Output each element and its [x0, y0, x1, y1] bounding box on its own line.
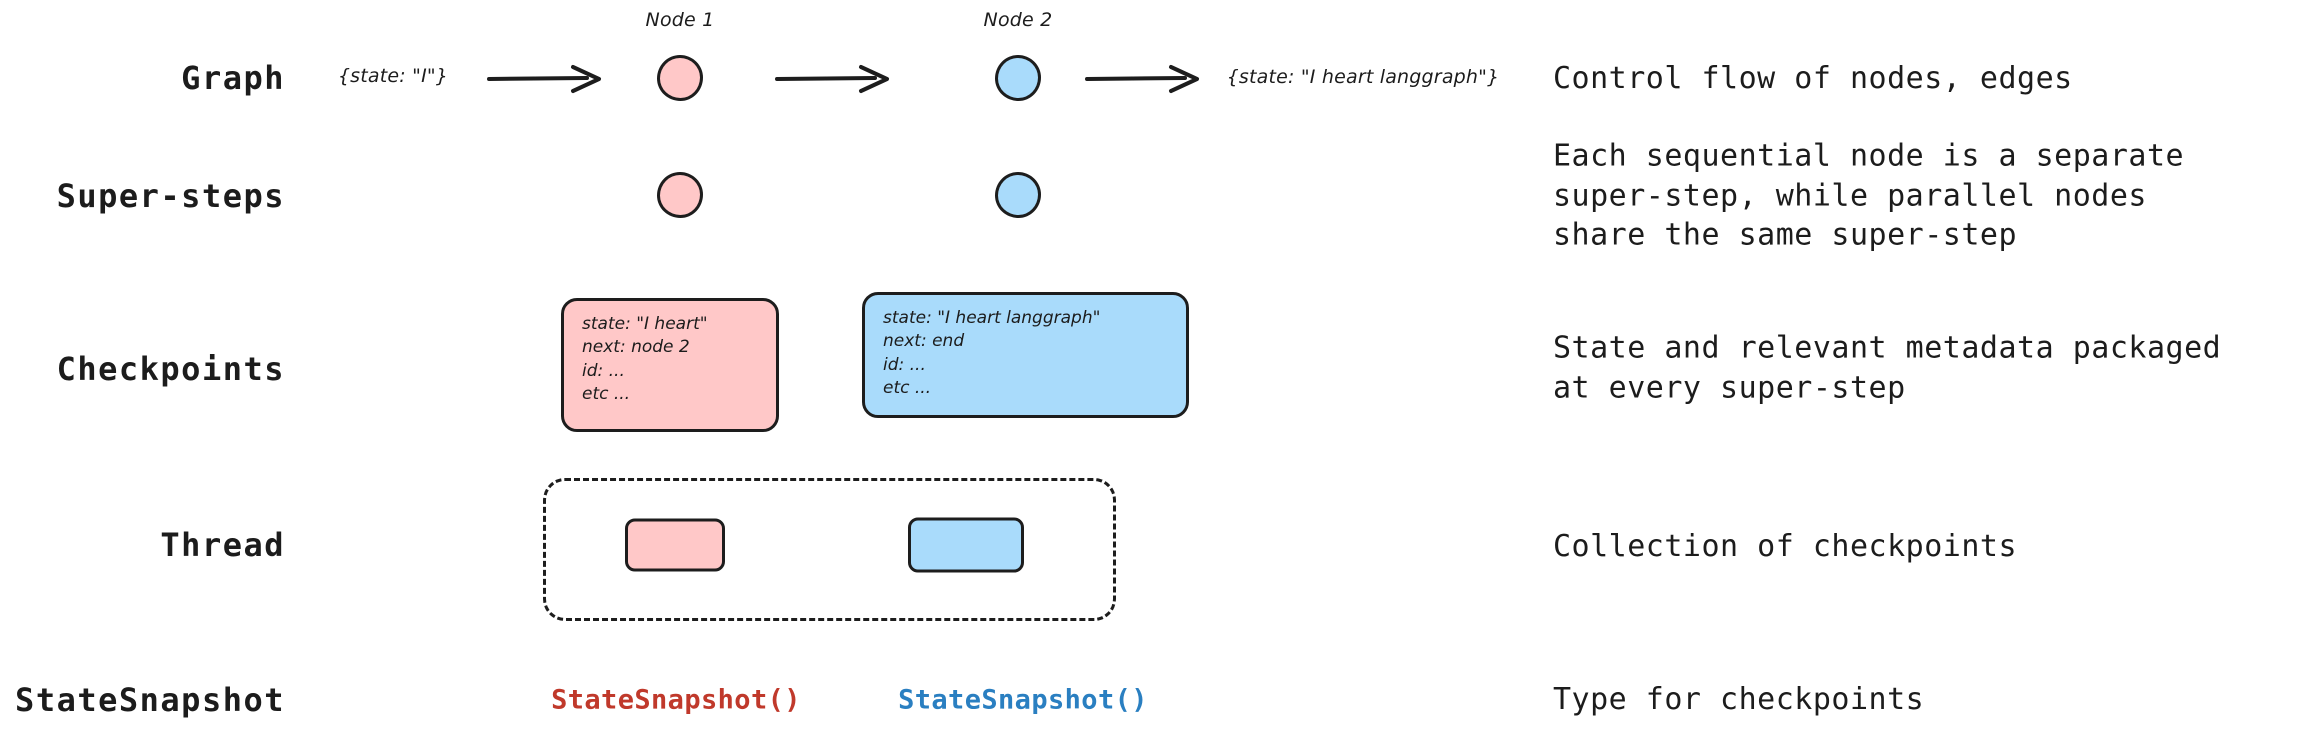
row-description-thread: Collection of checkpoints [1553, 529, 2018, 565]
super-step-node-1 [657, 172, 703, 218]
row-description-statesnapshot: Type for checkpoints [1553, 682, 1925, 718]
graph-edge-arrow-1 [487, 64, 607, 94]
checkpoint-card-blue: state: "I heart langgraph" next: end id:… [862, 292, 1189, 418]
thread-checkpoint-chip-pink[interactable] [625, 518, 725, 572]
row-description-super-steps: Each sequential node is a separate super… [1553, 138, 2185, 253]
row-label-statesnapshot: StateSnapshot [15, 681, 285, 719]
row-label-checkpoints: Checkpoints [56, 350, 285, 388]
graph-edge-arrow-2 [775, 64, 895, 94]
row-description-graph: Control flow of nodes, edges [1553, 61, 2073, 97]
graph-node-2[interactable] [995, 55, 1041, 101]
super-step-node-2 [995, 172, 1041, 218]
row-label-graph: Graph [181, 59, 285, 97]
graph-edge-arrow-3 [1085, 64, 1205, 94]
row-label-super-steps: Super-steps [56, 177, 285, 215]
graph-input-state-annotation: {state: "I"} [337, 65, 449, 87]
graph-node-1[interactable] [657, 55, 703, 101]
node-1-label: Node 1 [645, 9, 715, 31]
checkpoint-card-pink: state: "I heart" next: node 2 id: ... et… [561, 298, 779, 432]
row-label-thread: Thread [160, 526, 285, 564]
row-description-checkpoints: State and relevant metadata packaged at … [1553, 330, 2222, 405]
thread-container [543, 478, 1116, 621]
thread-checkpoint-chip-blue[interactable] [908, 517, 1024, 573]
statesnapshot-type-pink: StateSnapshot() [551, 684, 801, 716]
graph-output-state-annotation: {state: "I heart langgraph"} [1226, 66, 1500, 88]
statesnapshot-type-blue: StateSnapshot() [898, 684, 1148, 716]
node-2-label: Node 2 [983, 9, 1053, 31]
